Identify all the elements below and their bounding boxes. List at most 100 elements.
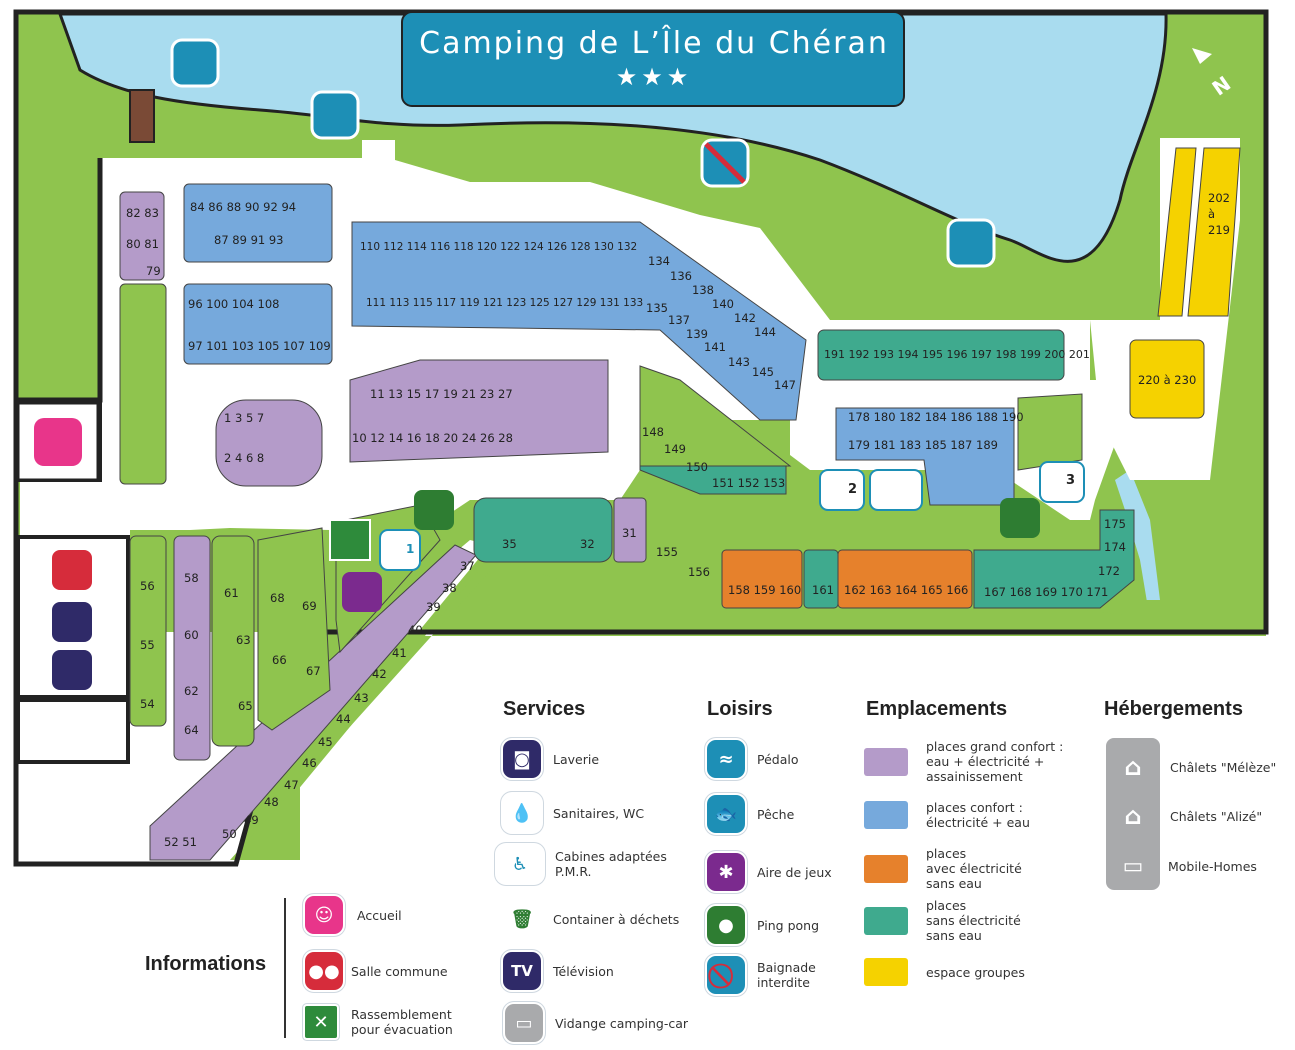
plot-label: 37 [460, 559, 475, 573]
plot-220-230[interactable] [1129, 339, 1205, 419]
plot-10-28[interactable] [349, 359, 609, 463]
plot-167-175[interactable] [973, 509, 1135, 609]
plot-label: 56 [140, 579, 155, 593]
plot-label: 63 [236, 633, 251, 647]
common-room-icon[interactable] [52, 550, 92, 590]
legend-hebergements-title: Hébergements [1104, 698, 1243, 720]
plot-31[interactable] [613, 497, 647, 563]
reception-icon[interactable] [34, 418, 82, 466]
chalet-alize-icon: ⌂ [1124, 802, 1142, 830]
legend-pedalo: ≈Pédalo [707, 740, 799, 778]
plot-label: 10 12 14 16 18 20 24 26 28 [352, 431, 513, 445]
plot-label: 148 [642, 425, 664, 439]
plot-58-64[interactable] [173, 535, 211, 761]
assembly-point-icon[interactable] [329, 519, 371, 561]
sanitary-3-icon[interactable] [1039, 461, 1085, 503]
plot-191-201[interactable] [817, 329, 1065, 381]
plot-label: 50 [222, 827, 237, 841]
plot-label: 1 3 5 7 [224, 411, 264, 425]
plot-label: 66 [272, 653, 287, 667]
waste-block [16, 698, 130, 764]
plot-label: 97 101 103 105 107 109 [188, 339, 331, 353]
tv-icon[interactable] [52, 602, 92, 642]
plot-label: 69 [302, 599, 317, 613]
plot-label: 220 à 230 [1138, 373, 1196, 387]
blue-plots [183, 183, 1015, 506]
playground-icon: ✱ [707, 853, 745, 891]
plot-32-35[interactable] [473, 497, 613, 563]
plot-group-a[interactable] [1157, 147, 1197, 317]
plot-label: 136 [670, 269, 692, 283]
plot-label: 161 [812, 583, 834, 597]
legend-accessible: ♿Cabines adaptées P.M.R. [497, 845, 667, 883]
plot-label: 67 [306, 664, 321, 678]
plot-label: 143 [728, 355, 750, 369]
plot-label: 60 [184, 628, 199, 642]
plot-label: 49 [244, 813, 259, 827]
plot-161[interactable] [803, 549, 839, 609]
campsite-title: Camping de L’Île du Chéran [419, 26, 889, 61]
accessible-sanitary-icon[interactable] [869, 469, 923, 511]
legend-chalet-meleze: ⌂Châlets "Mélèze" [1114, 748, 1276, 786]
color-swatch [864, 906, 908, 935]
plot-label: 48 [264, 795, 279, 809]
plot-label: 58 [184, 571, 199, 585]
plot-label: 42 [372, 667, 387, 681]
plot-84-94[interactable] [183, 183, 333, 263]
legend-waste: 🗑Container à déchets [503, 900, 679, 938]
plot-label: 40 [408, 623, 423, 637]
legend-emplacements-title: Emplacements [866, 698, 1008, 720]
plot-label: 79 [146, 264, 161, 278]
legend-orange: places avec électricité sans eau [864, 846, 1022, 891]
plot-label: 149 [664, 442, 686, 456]
ping-pong-icon[interactable] [414, 490, 454, 530]
plot-1-8[interactable] [215, 399, 323, 487]
plot-label: 139 [686, 327, 708, 341]
plot-label: 64 [184, 723, 199, 737]
plot-110-147[interactable] [351, 221, 807, 421]
plot-label: 140 [712, 297, 734, 311]
fishing-icon[interactable] [310, 90, 360, 140]
legend-ping-pong: ●Ping pong [707, 906, 819, 944]
legend-mobile-home: ▭Mobile-Homes [1114, 847, 1257, 885]
legend-playground: ✱Aire de jeux [707, 853, 832, 891]
color-swatch [864, 958, 908, 986]
ping-pong-icon[interactable] [1000, 498, 1040, 538]
plot-label: 32 [580, 537, 595, 551]
plot-label: 155 [656, 545, 678, 559]
plot-158-160[interactable] [721, 549, 803, 609]
playground-icon[interactable] [342, 572, 382, 612]
plot-202-219[interactable] [1187, 147, 1241, 317]
sanitary-1-icon[interactable] [379, 529, 421, 571]
plot-label: 11 13 15 17 19 21 23 27 [370, 387, 513, 401]
color-swatch [864, 747, 908, 776]
legend-camper-dump: ▭Vidange camping-car [505, 1004, 688, 1042]
plot-label: 158 159 160 [728, 583, 801, 597]
plot-label: 80 81 [126, 237, 159, 251]
plot-label: 137 [668, 313, 690, 327]
legend-blue: places confort : électricité + eau [864, 800, 1030, 830]
pedalo-icon[interactable] [170, 38, 220, 88]
plot-label: 147 [774, 378, 796, 392]
sanitary-2-icon[interactable] [819, 469, 865, 511]
plot-label: 46 [302, 756, 317, 770]
fishing-icon[interactable] [946, 218, 996, 268]
camper-dump-icon: ▭ [505, 1004, 543, 1042]
plot-label: 111 113 115 117 119 121 123 125 127 129 … [366, 297, 643, 309]
plot-37-52[interactable] [149, 544, 477, 861]
plot-82-79[interactable] [119, 191, 165, 281]
mobile-home-icon: ▭ [1122, 853, 1144, 879]
plot-96-109[interactable] [183, 283, 333, 365]
plot-label: 52 51 [164, 835, 197, 849]
legend-informations-title: Informations [145, 953, 267, 975]
plot-162-166[interactable] [837, 549, 973, 609]
laundry-icon[interactable] [52, 650, 92, 690]
plot-label: 43 [354, 691, 369, 705]
plot-178-190[interactable] [835, 407, 1015, 506]
plot-label: 142 [734, 311, 756, 325]
plot-label: 145 [752, 365, 774, 379]
legend-laundry: ◙Laverie [503, 740, 599, 778]
legend-no-swimming: ⃠Baignade interdite [707, 956, 816, 994]
legend-assembly: ✕Rassemblement pour évacuation [305, 1006, 453, 1038]
